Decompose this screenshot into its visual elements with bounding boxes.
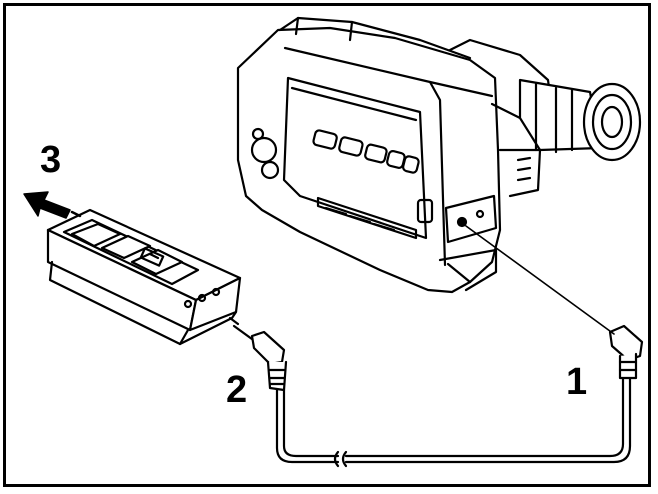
step-label-3: 3 [40, 139, 61, 181]
dc-input-jack [444, 194, 498, 244]
camcorder [236, 16, 642, 294]
plug-camcorder-side [608, 324, 644, 380]
dc-cable [232, 225, 644, 468]
step-label-2: 2 [226, 369, 247, 411]
viewfinder [448, 38, 642, 162]
removal-arrow [23, 191, 82, 219]
camcorder-buttons [312, 129, 420, 174]
step-label-1: 1 [566, 361, 587, 403]
plug-adaptor-side [232, 324, 288, 392]
ac-adaptor [46, 208, 242, 346]
